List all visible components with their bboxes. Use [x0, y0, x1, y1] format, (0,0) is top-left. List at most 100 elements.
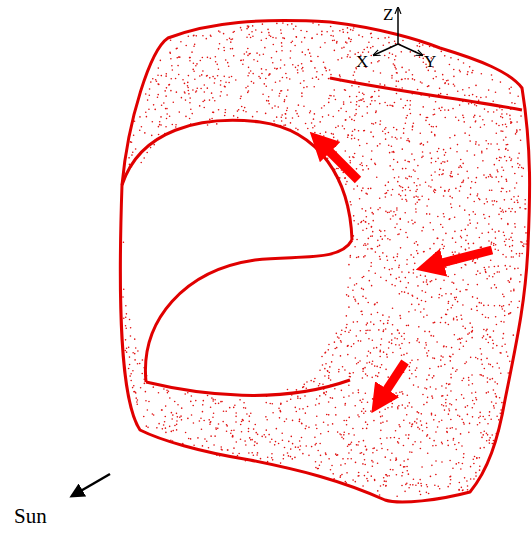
particle-dot [465, 249, 467, 251]
particle-dot [396, 223, 398, 225]
particle-dot [396, 138, 398, 140]
particle-dot [453, 438, 455, 440]
particle-dot [221, 449, 223, 451]
particle-dot [385, 138, 387, 140]
particle-dot [462, 463, 464, 465]
particle-dot [501, 218, 503, 220]
particle-dot [401, 343, 403, 345]
particle-dot [129, 375, 131, 377]
particle-dot [510, 87, 512, 89]
particle-dot [396, 474, 398, 476]
particle-dot [385, 133, 387, 135]
particle-dot [283, 125, 285, 127]
particle-dot [343, 434, 345, 436]
particle-dot [423, 316, 425, 318]
particle-dot [317, 450, 319, 452]
particle-dot [441, 107, 443, 109]
particle-dot [215, 403, 217, 405]
particle-dot [344, 177, 346, 179]
particle-dot [210, 35, 212, 37]
particle-dot [371, 123, 373, 125]
particle-dot [479, 469, 481, 471]
particle-dot [144, 132, 146, 134]
particle-dot [281, 120, 283, 122]
particle-dot [453, 318, 455, 320]
particle-dot [514, 223, 516, 225]
particle-dot [505, 137, 507, 139]
particle-dot [434, 192, 436, 194]
particle-dot [275, 37, 277, 39]
particle-dot [396, 496, 398, 498]
particle-dot [445, 314, 447, 316]
particle-dot [280, 403, 282, 405]
particle-dot [461, 230, 463, 232]
particle-dot [434, 189, 436, 191]
particle-dot [493, 440, 495, 442]
particle-dot [290, 122, 292, 124]
particle-dot [214, 435, 216, 437]
particle-dot [347, 286, 349, 288]
particle-dot [405, 189, 407, 191]
particle-dot [176, 48, 178, 50]
particle-dot [510, 211, 512, 213]
particle-dot [408, 221, 410, 223]
particle-dot [334, 50, 336, 52]
particle-dot [481, 374, 483, 376]
particle-dot [511, 208, 513, 210]
particle-dot [166, 118, 168, 120]
particle-dot [334, 341, 336, 343]
particle-dot [355, 113, 357, 115]
particle-dot [388, 347, 390, 349]
particle-dot [155, 79, 157, 81]
particle-dot [333, 95, 335, 97]
particle-dot [379, 207, 381, 209]
particle-dot [394, 437, 396, 439]
particle-dot [432, 229, 434, 231]
particle-dot [323, 135, 325, 137]
particle-dot [306, 381, 308, 383]
particle-dot [502, 338, 504, 340]
particle-dot [400, 51, 402, 53]
particle-dot [159, 124, 161, 126]
particle-dot [244, 53, 246, 55]
particle-dot [324, 42, 326, 44]
particle-dot [422, 61, 424, 63]
particle-dot [285, 124, 287, 126]
particle-dot [471, 374, 473, 376]
particle-dot [272, 62, 274, 64]
particle-dot [332, 30, 334, 32]
particle-dot [203, 84, 205, 86]
particle-dot [176, 47, 178, 49]
particle-dot [521, 175, 523, 177]
particle-dot [420, 483, 422, 485]
particle-dot [297, 447, 299, 449]
particle-dot [488, 240, 490, 242]
particle-dot [371, 96, 373, 98]
particle-dot [469, 134, 471, 136]
particle-dot [485, 316, 487, 318]
particle-dot [497, 265, 499, 267]
particle-dot [459, 104, 461, 106]
particle-dot [371, 285, 373, 287]
particle-dot [439, 488, 441, 490]
particle-dot [478, 100, 480, 102]
particle-dot [248, 26, 250, 28]
particle-dot [485, 272, 487, 274]
particle-dot [496, 158, 498, 160]
particle-dot [482, 160, 484, 162]
particle-dot [496, 396, 498, 398]
particle-dot [276, 23, 278, 25]
particle-dot [352, 372, 354, 374]
particle-dot [524, 208, 526, 210]
particle-dot [411, 424, 413, 426]
particle-dot [297, 65, 299, 67]
particle-dot [283, 458, 285, 460]
particle-dot [498, 149, 500, 151]
particle-dot [387, 322, 389, 324]
particle-dot [286, 400, 288, 402]
particle-dot [498, 181, 500, 183]
particle-dot [519, 207, 521, 209]
particle-dot [382, 421, 384, 423]
particle-dot [454, 231, 456, 233]
particle-dot [176, 91, 178, 93]
